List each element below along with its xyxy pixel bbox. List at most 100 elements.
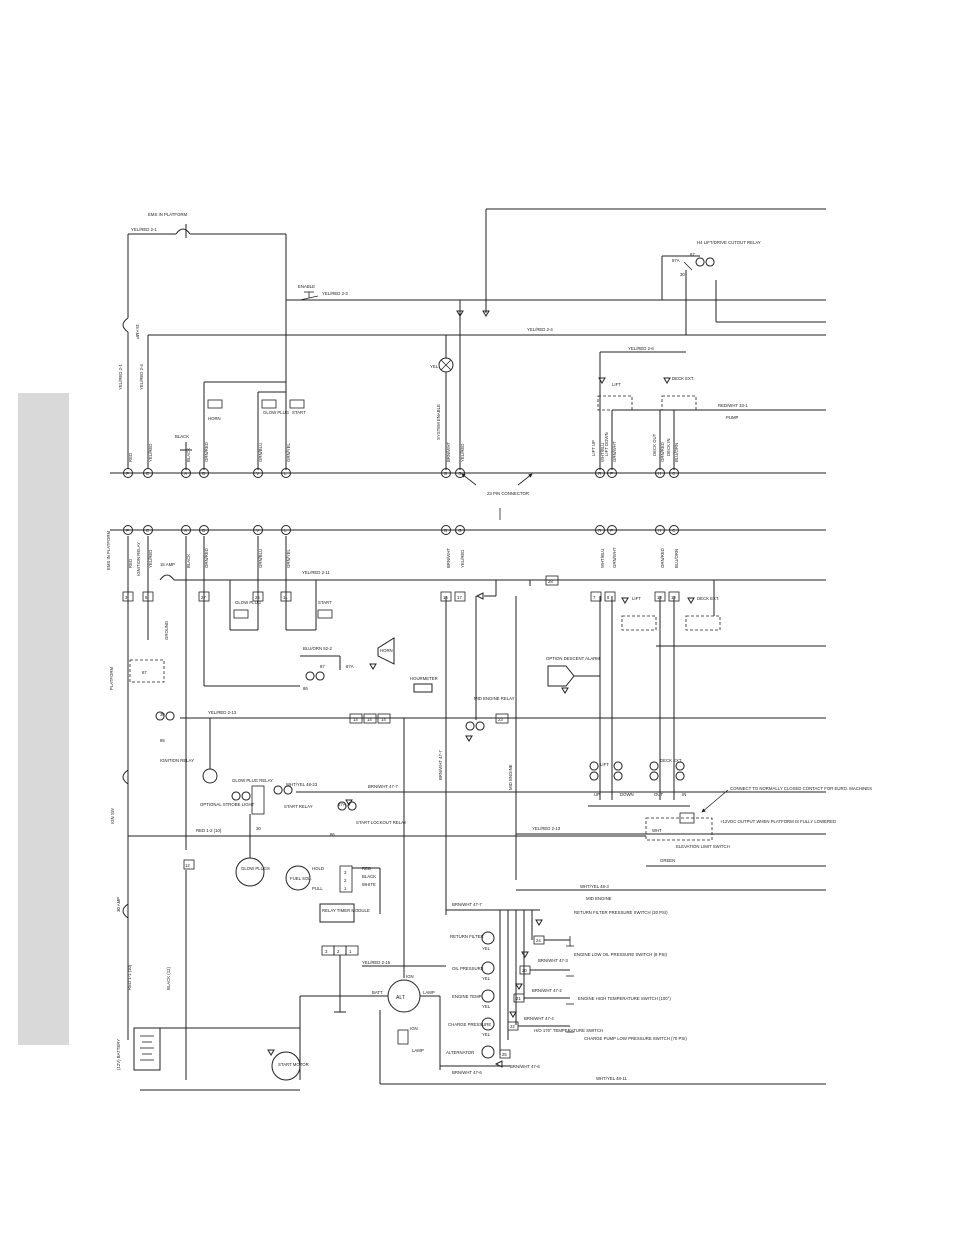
terminal-label: 21 — [516, 996, 521, 1001]
h4-relay-label: H4 LIFT/DRIVE CUTOUT RELAY — [697, 240, 761, 245]
output-note: +12VDC OUTPUT WHEN PLATFORM IS FULLY LOW… — [720, 819, 836, 824]
lamp-color: YEL — [482, 946, 491, 951]
bottom-pin-wire-label: BRN/WHT — [446, 548, 451, 568]
connector-label: 23 PIN CONNECTOR — [487, 491, 529, 496]
charge-switch-label: CHARGE PUMP LOW PRESSURE SWITCH (70 PSI) — [584, 1036, 687, 1041]
top-pin-wire-label: ORN/RED — [660, 442, 665, 462]
lamp-label: LAMP — [412, 1048, 424, 1053]
terminal-label: 3 — [125, 595, 128, 600]
deck-out-label: DECK OUT — [652, 433, 657, 456]
wire-label: YEL/RED 2-4 — [139, 364, 144, 390]
top-pin-wire-label: ORN/RED — [204, 442, 209, 462]
red-bus: RED 1-2 (10) 12 30 AMP IGN SW RED 1-1 (1… — [110, 720, 646, 1080]
bottom-pin-wire-label: GRN/WHT — [612, 547, 617, 568]
deck-ext-label: DECK EXT. — [672, 376, 694, 381]
ign-label: IGN — [410, 1026, 418, 1031]
bottom-pin-wire-label: BLU/ORN — [674, 549, 679, 568]
mid-left-wires: EMS IN PLATFORM IGNITION RELAY 15 AMP YE… — [106, 531, 826, 850]
green-label: GREEN — [660, 858, 675, 863]
terminal-label: 20 — [522, 968, 527, 973]
lift-deck-top: YEL/RED 2-6 LIFT DECK EXT. RED/WHT 33-1 … — [591, 346, 826, 470]
wire-label: YEL/RED 2-1 — [131, 227, 157, 232]
wire-label: WHT/YEL 48-3 — [580, 884, 609, 889]
control-switches-top: HORN GLOW PLUG START BLACK — [175, 300, 306, 470]
wire-label: YEL/RED 2-11 — [302, 570, 330, 575]
black-wire-label: BLACK — [362, 874, 376, 879]
glow-relay-label: GLOW PLUG RELAY — [232, 778, 273, 783]
lamp-color: YEL — [482, 976, 491, 981]
fuse-label: 15 AMP — [135, 324, 140, 339]
bottom-pin-wire-label: YEL/RED — [460, 550, 465, 568]
wire-label: BRN/WHT 47-7 — [368, 784, 398, 789]
terminal-label: 12 — [185, 863, 190, 868]
oil-pressure-lamp-label: OIL PRESSURE — [452, 966, 484, 971]
wire-label: BRN/WHT 47-4 — [524, 1016, 554, 1021]
module-pin: 2 — [337, 949, 340, 954]
platform-label: PLATFORM — [109, 667, 114, 690]
fuel-system: FUEL SOL. HOLD PULL 3 2 1 RED BLACK WHIT… — [285, 718, 446, 1013]
terminal-label: 17 — [457, 595, 462, 600]
strobe-label: OPTIONAL STROBE LIGHT — [200, 802, 255, 807]
h4-relay: H4 LIFT/DRIVE CUTOUT RELAY 30 87 87A — [661, 240, 761, 335]
terminal-box — [590, 591, 602, 602]
deck-ext-label-lower: DECK EXT. — [697, 596, 719, 601]
glow-plug-label-lower: GLOW PLUG — [235, 600, 262, 605]
wire-label: YEL/RED 2-6 — [628, 346, 654, 351]
wire-label: WHT/YEL 48-11 — [596, 1076, 627, 1081]
hold-label: HOLD — [312, 866, 324, 871]
oil-switch-label: ENGINE LOW OIL PRESSURE SWITCH (8 PSI) — [574, 952, 668, 957]
connector-lines: 23 PIN CONNECTOR — [110, 472, 826, 531]
relay-pin: 30 — [160, 712, 165, 717]
terminal-label: 14 — [367, 717, 372, 722]
wht-label: WHT — [652, 828, 662, 833]
wire-label: BRN/WHT 47-7 — [438, 750, 443, 780]
terminal-label: 6 — [145, 595, 148, 600]
wire-label: BLACK (12) — [166, 967, 171, 990]
ground-label-2: GROUND — [164, 621, 169, 640]
bottom-pin-wire-label: GRN/YEL — [286, 549, 291, 568]
terminal-box — [122, 591, 134, 602]
hyd-switch-label: H/O 170° TEMPERATURE SWITCH — [534, 1028, 603, 1033]
out-label: OUT — [654, 792, 663, 797]
return-filter-lamp-label: RETURN FILTER — [450, 934, 484, 939]
deck-in-label: DECK IN — [666, 439, 671, 456]
ignition-relay-label: IGNITION RELAY — [160, 758, 194, 763]
fuse-label: 15 AMP — [160, 562, 175, 567]
start-lockout-label: START LOCKOUT RELAY — [356, 820, 407, 825]
lift-label: LIFT — [612, 382, 621, 387]
top-bus: EMS IN PLATFORM YEL/RED 2-1 — [127, 208, 826, 318]
lamp-color: YEL — [482, 1032, 491, 1037]
top-pin-wire-label: RED — [128, 453, 133, 462]
terminal-label: 14 — [381, 717, 386, 722]
glow-plugs-label: GLOW PLUGS — [241, 866, 270, 871]
key-switch: 87 — [129, 659, 165, 683]
wire-label: YEL/RED 2-4 — [527, 327, 553, 332]
top-pin-wire-label: GRN/WHT — [612, 441, 617, 462]
relay-pin: 87 — [320, 664, 325, 669]
terminal-box — [454, 591, 466, 602]
wire-label: WHT/YEL 48-23 — [286, 782, 318, 787]
relay-pin: 30 — [680, 272, 685, 277]
terminal-box — [604, 591, 616, 602]
in-label: IN — [682, 792, 686, 797]
glow-plug-switch-label: GLOW PLUG — [263, 410, 290, 415]
pump-label: PUMP — [726, 415, 739, 420]
elevation-switch-label: ELEVATION LIMIT SWITCH — [676, 844, 730, 849]
top-pin-wire-label: YEL/RED — [148, 444, 153, 462]
wire-label: BRN/WHT 47-7 — [452, 902, 482, 907]
wire-label: YEL/RED 2-13 — [208, 710, 237, 715]
hourmeter: HOURMETER 14 14 14 — [349, 676, 438, 724]
hourmeter-label: HOURMETER — [410, 676, 438, 681]
system-enable-label: SYSTEM ENABLE — [436, 404, 441, 440]
wire-label: RED/WHT 33-1 — [718, 403, 748, 408]
fuel-sol-label: FUEL SOL. — [290, 876, 312, 881]
horn-label: HORN — [380, 648, 393, 653]
relay-pin: 86 — [330, 832, 335, 837]
fuse-15a-top: 15 AMP YEL/RED 2-1 YEL/RED 2-4 — [118, 317, 149, 468]
system-enable-light: YEL SYSTEM ENABLE — [430, 335, 454, 470]
relay-bank: OPTIONAL STROBE LIGHT GLOW PLUG RELAY 30… — [200, 718, 826, 887]
sensor-block: BRN/WHT 47-7 WHT/YEL 48-3 MID ENGINE RET… — [440, 884, 826, 1075]
enable-row: ENABLE YEL/RED 2-3 YEL/RED 2-4 — [148, 284, 826, 470]
wire-label: RED 1-2 (10) — [196, 828, 222, 833]
